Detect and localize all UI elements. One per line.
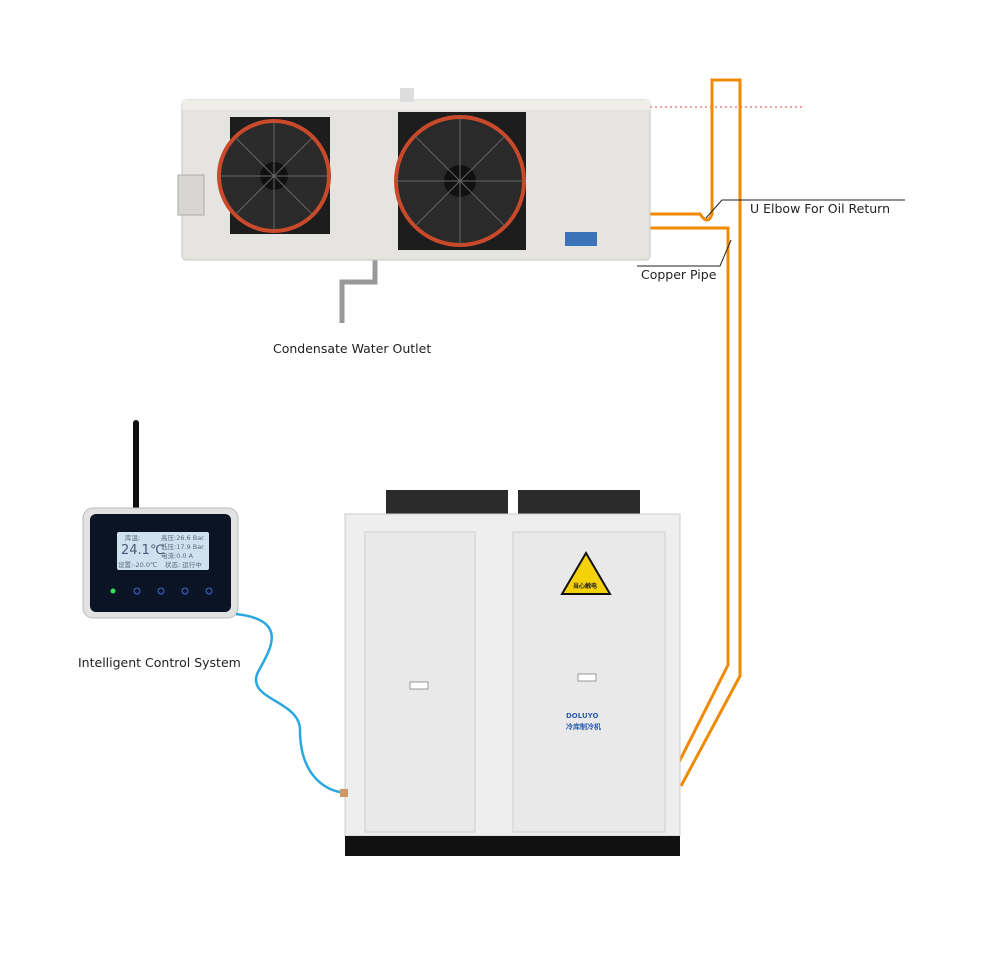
high-pressure: 高压:26.6 Bar <box>161 534 204 542</box>
room-temp-value: 24.1℃ <box>121 543 165 558</box>
u-elbow-leader <box>705 199 905 219</box>
control-system-label: Intelligent Control System <box>78 655 241 670</box>
room-temp-label: 库温: <box>125 534 141 542</box>
controller-device <box>82 420 239 619</box>
copper-pipe-label: Copper Pipe <box>641 267 717 282</box>
copper-pipe-leader <box>637 239 732 267</box>
controller-display: 库温: 24.1℃ 高压:26.6 Bar 低压:17.9 Bar 电流:0.0… <box>117 532 209 570</box>
condensate-label: Condensate Water Outlet <box>273 341 432 356</box>
status: 状态: 运行中 <box>165 561 202 569</box>
brand-logo: DOLUYO <box>566 712 599 720</box>
condensate-pipe <box>339 240 378 323</box>
low-pressure: 低压:17.9 Bar <box>161 543 204 551</box>
brand-logo-cn: 冷库制冷机 <box>566 723 601 731</box>
u-elbow-label: U Elbow For Oil Return <box>750 201 891 216</box>
warning-sign-text: 当心触电 <box>573 583 598 590</box>
control-cable <box>235 612 346 795</box>
evaporator-unit <box>177 88 651 261</box>
copper-pipes <box>650 78 742 787</box>
condensing-unit <box>340 490 681 856</box>
current: 电流:0.0 A <box>161 552 194 560</box>
setpoint: 设置:-20.0℃ <box>118 561 158 569</box>
